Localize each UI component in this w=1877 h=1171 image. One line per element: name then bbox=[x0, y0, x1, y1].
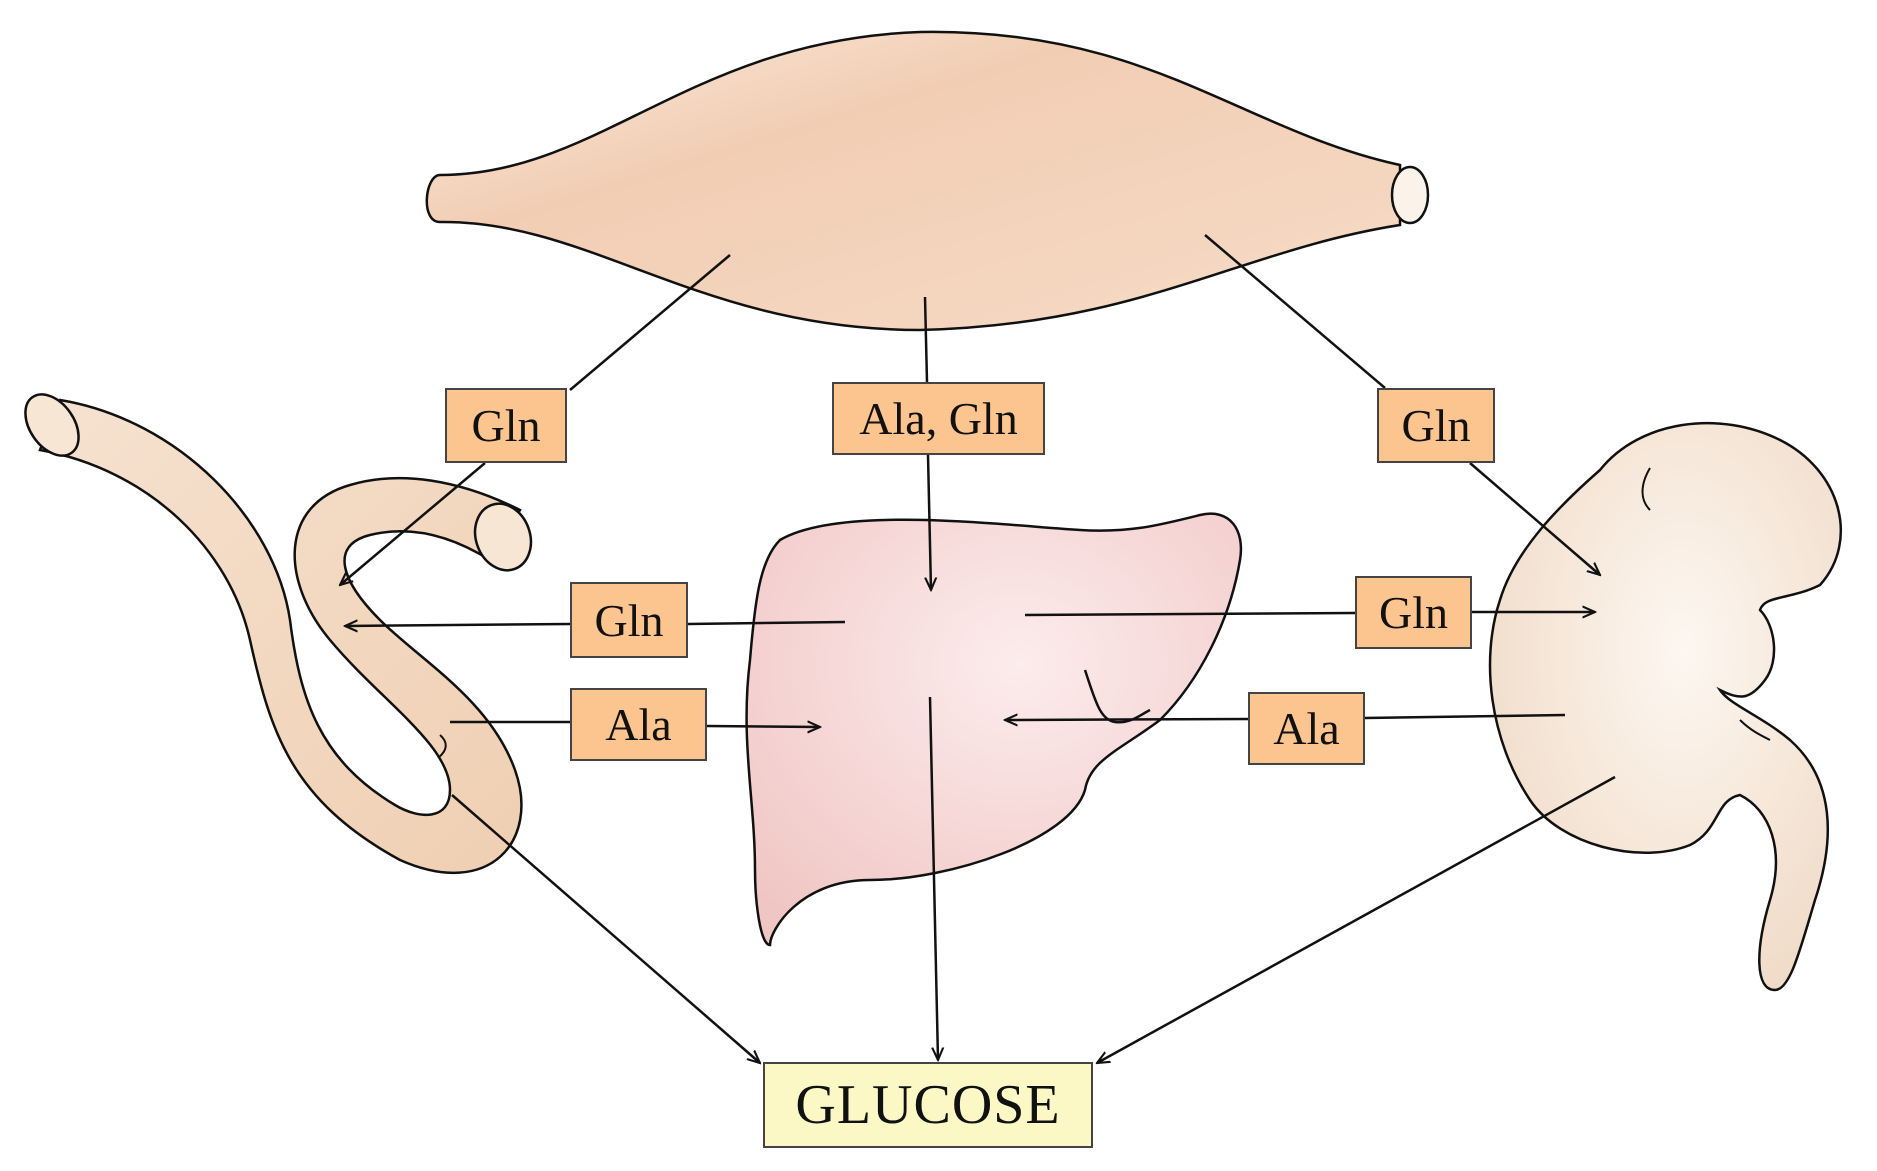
connector-muscle-gln-right bbox=[1204, 234, 1386, 389]
liver-illustration bbox=[745, 512, 1243, 947]
label-gln-muscle-kidney: Gln bbox=[1377, 388, 1495, 463]
intestine-illustration bbox=[24, 393, 533, 874]
muscle-illustration bbox=[425, 30, 1430, 332]
label-ala-intestine-liver: Ala bbox=[570, 688, 707, 761]
arrow-liver-to-glucose bbox=[928, 696, 938, 1060]
glucose-output: GLUCOSE bbox=[763, 1062, 1093, 1148]
connector-muscle-gln-left bbox=[569, 254, 731, 391]
label-gln-liver-intestine: Gln bbox=[570, 582, 688, 658]
label-gln-liver-kidney: Gln bbox=[1355, 576, 1472, 649]
arrow-kidney-to-glucose bbox=[1097, 775, 1616, 1063]
arrow-ala-to-liver bbox=[706, 726, 820, 727]
kidney-illustration bbox=[1488, 421, 1842, 992]
label-ala-kidney-liver: Ala bbox=[1248, 692, 1365, 765]
label-gln-muscle-intestine: Gln bbox=[445, 388, 567, 463]
arrows bbox=[340, 234, 1616, 1063]
arrow-ala-gln-to-liver bbox=[928, 454, 931, 590]
connector-liver-gln-left bbox=[687, 620, 846, 626]
arrow-ala-to-liver-2 bbox=[1005, 719, 1249, 720]
label-ala-gln-muscle-liver: Ala, Gln bbox=[832, 382, 1045, 455]
arrow-gln-to-intestine bbox=[340, 462, 486, 585]
connector-kidney-ala bbox=[1364, 713, 1566, 720]
arrow-gln-to-kidney bbox=[1469, 462, 1600, 575]
connector-liver-gln-right bbox=[1024, 611, 1356, 617]
arrow-intestine-to-glucose bbox=[451, 794, 760, 1063]
connector-muscle-ala-gln bbox=[923, 296, 929, 383]
arrow-gln-to-intestine-2 bbox=[345, 624, 571, 626]
